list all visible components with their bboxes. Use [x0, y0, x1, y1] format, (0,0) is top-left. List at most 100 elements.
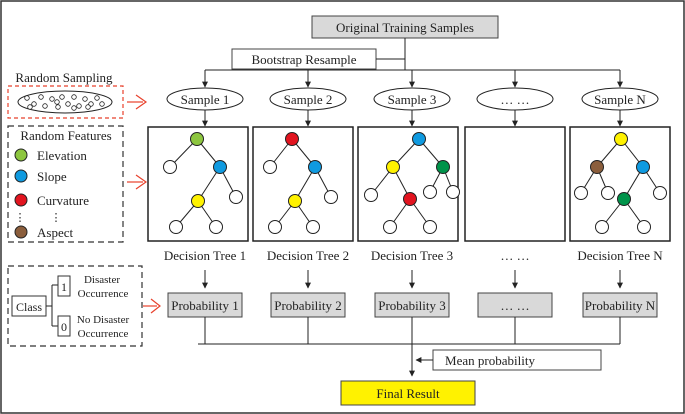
tree-node: [163, 160, 177, 174]
tree-node: [412, 132, 426, 146]
sample-pool-ellipse: [17, 90, 113, 114]
class-pointer-arrow: [143, 298, 161, 314]
final-result-label: Final Result: [376, 386, 440, 401]
tree-node: [637, 220, 651, 234]
probability-label: Probability 2: [274, 298, 342, 313]
tree-node: [617, 192, 631, 206]
class-label: Class: [16, 300, 42, 314]
feature-swatch: [14, 169, 28, 183]
tree-node: [324, 190, 338, 204]
sample-dot: [55, 104, 61, 110]
tree-node: [364, 188, 378, 202]
tree-box: [357, 126, 459, 242]
sample-dot: [42, 103, 48, 109]
class-0-line2: Occurrence: [78, 328, 129, 340]
tree-node: [191, 194, 205, 208]
tree-node: [190, 132, 204, 146]
tree-node: [285, 132, 299, 146]
probability-box: [167, 292, 243, 318]
sample-dot: [76, 103, 82, 109]
tree-node: [423, 185, 437, 199]
sample-label: Sample N: [594, 92, 646, 107]
sample-dot: [54, 99, 60, 105]
tree-label: … …: [500, 248, 529, 263]
tree-node: [308, 160, 322, 174]
feature-swatch: [14, 193, 28, 207]
features-pointer-arrow: [127, 174, 148, 190]
sample-dot: [71, 94, 77, 100]
sample-dot: [71, 105, 77, 111]
tree-node: [436, 160, 450, 174]
probability-label: … …: [500, 298, 529, 313]
tree-node: [268, 220, 282, 234]
sample-dot: [31, 101, 37, 107]
tree-column: Sample 2 Decision Tree 2 Probability 2: [252, 70, 354, 344]
feature-swatch: [14, 225, 28, 239]
mean-probability-label: Mean probability: [445, 353, 535, 368]
tree-node: [229, 190, 243, 204]
random-sampling-box: [7, 85, 124, 119]
tree-node: [446, 185, 460, 199]
sample-label: … …: [500, 92, 529, 107]
original-samples-label: Original Training Samples: [336, 20, 474, 35]
sample-label: Sample 1: [181, 92, 230, 107]
random-features-box: [7, 125, 124, 243]
feature-ellipsis-right: ⋮: [51, 212, 62, 224]
tree-node: [169, 220, 183, 234]
probability-box: [374, 292, 450, 318]
tree-node: [601, 186, 615, 200]
tree-node: [263, 160, 277, 174]
tree-node: [209, 220, 223, 234]
feature-label: Curvature: [37, 193, 89, 208]
tree-node: [574, 186, 588, 200]
tree-column: Sample 1 Decision Tree 1 Probability 1: [147, 70, 249, 344]
tree-node: [423, 220, 437, 234]
sample-dot: [82, 96, 88, 102]
probability-box: [582, 292, 658, 318]
sampling-pointer-arrow: [127, 94, 148, 110]
random-sampling-title: Random Sampling: [15, 70, 113, 85]
feature-swatch: [14, 148, 28, 162]
tree-node: [306, 220, 320, 234]
sample-dot: [38, 94, 44, 100]
probability-label: Probability N: [585, 298, 656, 313]
sample-dot: [65, 101, 71, 107]
bootstrap-label: Bootstrap Resample: [251, 52, 356, 67]
tree-node: [288, 194, 302, 208]
tree-node: [213, 160, 227, 174]
probability-box: [270, 292, 346, 318]
tree-label: Decision Tree 1: [164, 248, 246, 263]
tree-node: [653, 186, 667, 200]
probability-label: Probability 1: [171, 298, 239, 313]
tree-node: [383, 220, 397, 234]
class-0-code-box: [57, 315, 71, 337]
sample-dot: [94, 95, 100, 101]
sample-dot: [27, 104, 33, 110]
sample-dot: [49, 96, 55, 102]
sample-label: Sample 2: [284, 92, 333, 107]
final-result-box: [340, 380, 476, 406]
class-1-code: 1: [61, 280, 67, 294]
tree-node: [590, 160, 604, 174]
probability-label: Probability 3: [378, 298, 446, 313]
class-legend-box: [7, 265, 143, 347]
feature-ellipsis-left: ⋮: [15, 212, 26, 224]
sample-dot: [59, 94, 65, 100]
tree-box: [252, 126, 354, 242]
feature-label: Slope: [37, 169, 67, 184]
feature-label: Aspect: [37, 225, 73, 240]
class-0-line1: No Disaster: [77, 314, 130, 326]
sample-dot: [24, 95, 30, 101]
class-1-line2: Occurrence: [78, 288, 129, 300]
sample-pool-dots: [24, 94, 105, 111]
tree-node: [595, 220, 609, 234]
tree-node: [636, 160, 650, 174]
tree-box: [464, 126, 566, 242]
tree-label: Decision Tree 2: [267, 248, 349, 263]
tree-box: [147, 126, 249, 242]
